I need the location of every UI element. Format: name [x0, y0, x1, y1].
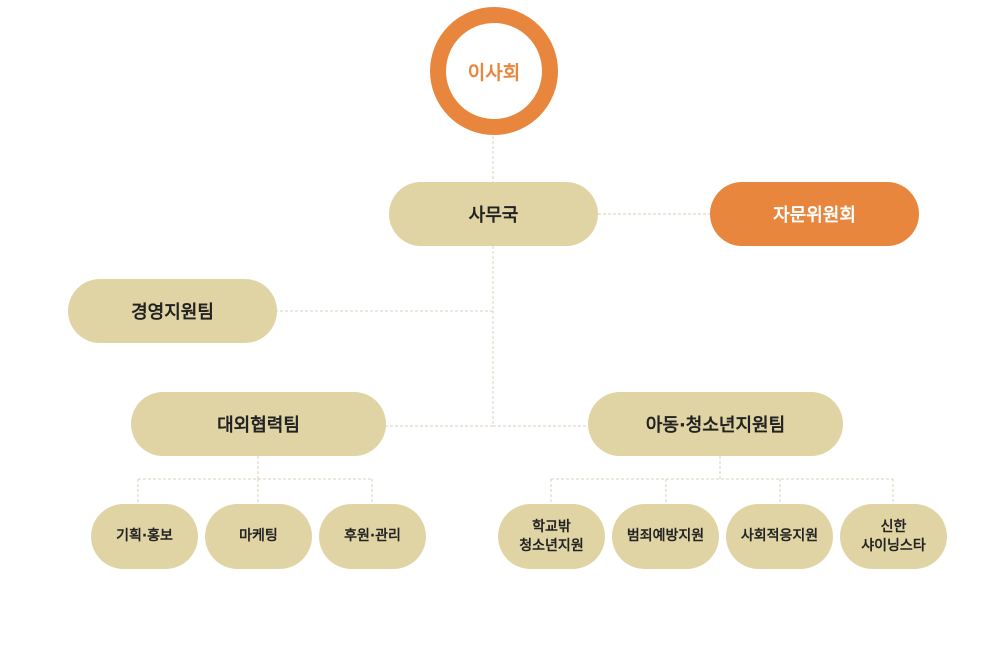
board-label: 이사회	[467, 61, 521, 84]
external-cooperation-team-label: 대외협력팀	[217, 415, 300, 436]
sponsorship-management-label: 후원·관리	[344, 528, 401, 544]
crime-prevention-label: 범죄예방지원	[626, 528, 705, 544]
secretariat-node: 사무국	[389, 182, 598, 246]
out-of-school-youth-line-1: 학교밖	[532, 518, 571, 535]
management-support-team-label: 경영지원팀	[131, 302, 214, 323]
out-of-school-youth-label: 학교밖 청소년지원	[519, 518, 583, 556]
out-of-school-youth-node: 학교밖 청소년지원	[498, 504, 605, 569]
sponsorship-management-node: 후원·관리	[319, 504, 426, 569]
social-adaptation-node: 사회적응지원	[726, 504, 833, 569]
shinhan-shining-star-line-2: 샤이닝스타	[861, 537, 926, 554]
out-of-school-youth-line-2: 청소년지원	[519, 537, 584, 554]
shinhan-shining-star-node: 신한 샤이닝스타	[840, 504, 947, 569]
crime-prevention-node: 범죄예방지원	[612, 504, 719, 569]
management-support-team-node: 경영지원팀	[68, 279, 277, 343]
marketing-node: 마케팅	[205, 504, 312, 569]
advisory-committee-node: 자문위원회	[710, 182, 919, 246]
marketing-label: 마케팅	[239, 528, 278, 544]
youth-support-team-label: 아동·청소년지원팀	[645, 415, 786, 436]
youth-support-team-node: 아동·청소년지원팀	[588, 392, 843, 456]
shinhan-shining-star-label: 신한 샤이닝스타	[861, 518, 925, 556]
secretariat-label: 사무국	[468, 205, 519, 226]
planning-pr-node: 기획·홍보	[91, 504, 198, 569]
advisory-committee-label: 자문위원회	[773, 205, 856, 226]
external-cooperation-team-node: 대외협력팀	[131, 392, 386, 456]
shinhan-shining-star-line-1: 신한	[880, 518, 907, 535]
board-node: 이사회	[430, 7, 558, 135]
planning-pr-label: 기획·홍보	[116, 528, 173, 544]
social-adaptation-label: 사회적응지원	[740, 528, 819, 544]
